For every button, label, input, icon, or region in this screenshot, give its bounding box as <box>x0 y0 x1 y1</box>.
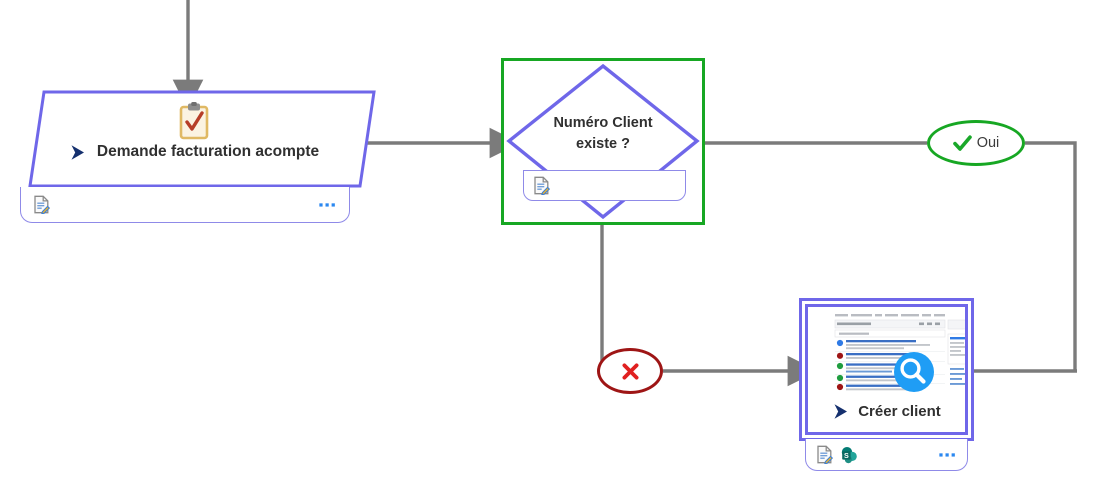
node-decision-title-line2: existe ? <box>576 136 630 152</box>
document-edit-icon[interactable] <box>816 445 833 464</box>
document-edit-icon[interactable] <box>33 195 50 214</box>
node-demande-title-row: Demande facturation acompte <box>69 143 319 161</box>
clipboard-check-icon-wrap <box>8 102 380 140</box>
sharepoint-icon[interactable]: S <box>840 446 858 464</box>
node-demande-overflow-menu[interactable]: ▪▪▪ <box>318 197 337 212</box>
screenshot-thumbnail-art <box>811 310 965 396</box>
node-demande-footer-icons <box>33 195 50 214</box>
node-demande-facturation-acompte[interactable]: Demande facturation acompte ▪▪▪ <box>8 86 380 232</box>
branch-badge-oui[interactable]: Oui <box>927 120 1025 166</box>
node-demande-label: Demande facturation acompte <box>96 143 320 160</box>
node-demande-title-wrap: Demande facturation acompte <box>8 143 380 161</box>
svg-text:S: S <box>844 450 849 459</box>
connector-oui-to-rail <box>1025 141 1077 371</box>
node-creer-client-thumbnail[interactable] <box>811 310 965 396</box>
x-icon <box>622 363 638 379</box>
check-icon <box>952 134 972 151</box>
node-decision-footer-icons <box>533 176 550 195</box>
node-creer-client-title-wrap: Créer client <box>808 403 965 420</box>
document-edit-icon[interactable] <box>533 176 550 195</box>
node-creer-client[interactable]: Créer client S <box>799 298 974 475</box>
magnifier-icon <box>894 352 934 392</box>
play-triangle-icon <box>834 404 848 419</box>
branch-badge-non[interactable] <box>597 348 663 394</box>
node-creer-client-body: Créer client <box>805 304 968 435</box>
clipboard-check-icon <box>179 102 209 140</box>
node-creer-client-footer-icons: S <box>816 445 858 464</box>
diamond-shape <box>506 63 700 220</box>
node-demande-footer[interactable]: ▪▪▪ <box>20 187 350 223</box>
node-decision-title-line1: Numéro Client <box>553 115 653 131</box>
node-decision-footer[interactable] <box>523 170 686 201</box>
node-numero-client-existe[interactable]: Numéro Client existe ? <box>501 58 705 225</box>
branch-badge-oui-label: Oui <box>976 134 1000 151</box>
play-triangle-icon <box>71 144 84 160</box>
node-creer-client-title-row: Créer client <box>832 403 941 420</box>
node-creer-client-label: Créer client <box>858 403 941 420</box>
node-decision-title: Numéro Client existe ? <box>504 113 702 155</box>
node-creer-client-footer[interactable]: S ▪▪▪ <box>805 439 968 471</box>
node-creer-client-overflow-menu[interactable]: ▪▪▪ <box>938 447 957 462</box>
